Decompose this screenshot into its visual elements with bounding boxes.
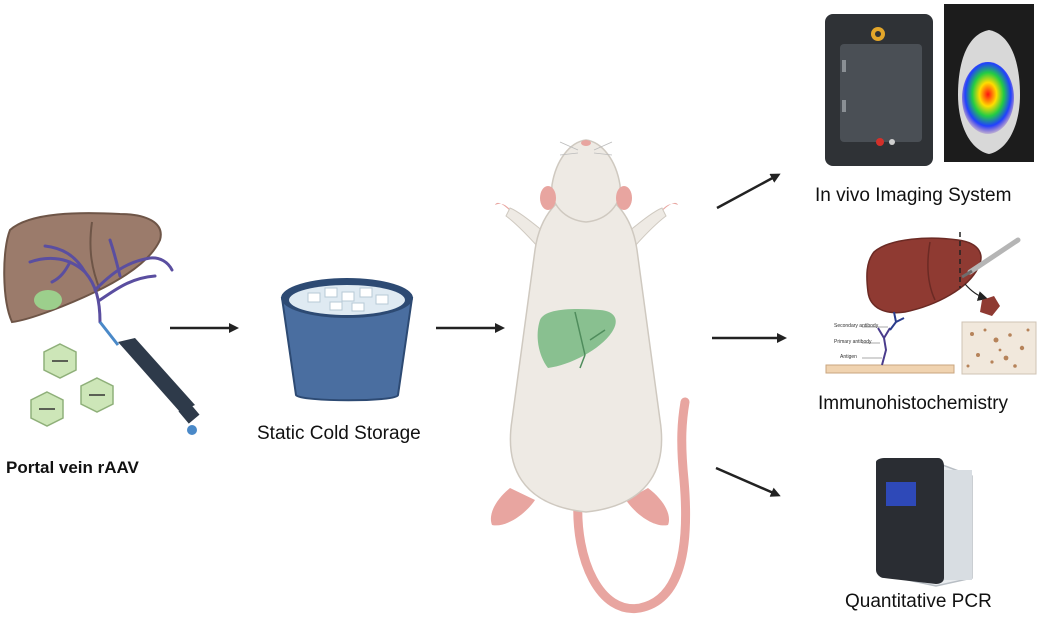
rat-icon	[490, 139, 691, 614]
ivis-imager-icon	[825, 14, 933, 166]
donor-liver-icon	[3, 212, 174, 324]
syringe-icon	[98, 321, 200, 435]
primary-antibody-label: Primary antibody	[834, 339, 872, 345]
antigen-label: Antigen	[840, 354, 857, 360]
secondary-antibody-label: Secondary antibody	[834, 323, 879, 329]
aav-particles-icon	[30, 343, 114, 427]
qpcr-machine-icon	[876, 458, 973, 587]
arrow-to-ivis	[716, 173, 781, 210]
ihc-label: Immunohistochemistry	[818, 393, 1009, 414]
ihc-liver-icon	[866, 232, 1000, 316]
ihc-stained-section	[961, 321, 1037, 375]
arrow-to-qpcr	[715, 466, 781, 497]
ivis-label: In vivo Imaging System	[815, 185, 1012, 206]
scalpel-icon	[961, 237, 1021, 279]
ice-bucket-icon	[280, 278, 414, 402]
portal-vein-label: Portal vein rAAV	[6, 458, 139, 477]
qpcr-label: Quantitative PCR	[845, 591, 992, 612]
bioluminescence-image	[944, 4, 1034, 162]
antibody-diagram	[825, 311, 955, 374]
cold-storage-label: Static Cold Storage	[257, 423, 421, 444]
